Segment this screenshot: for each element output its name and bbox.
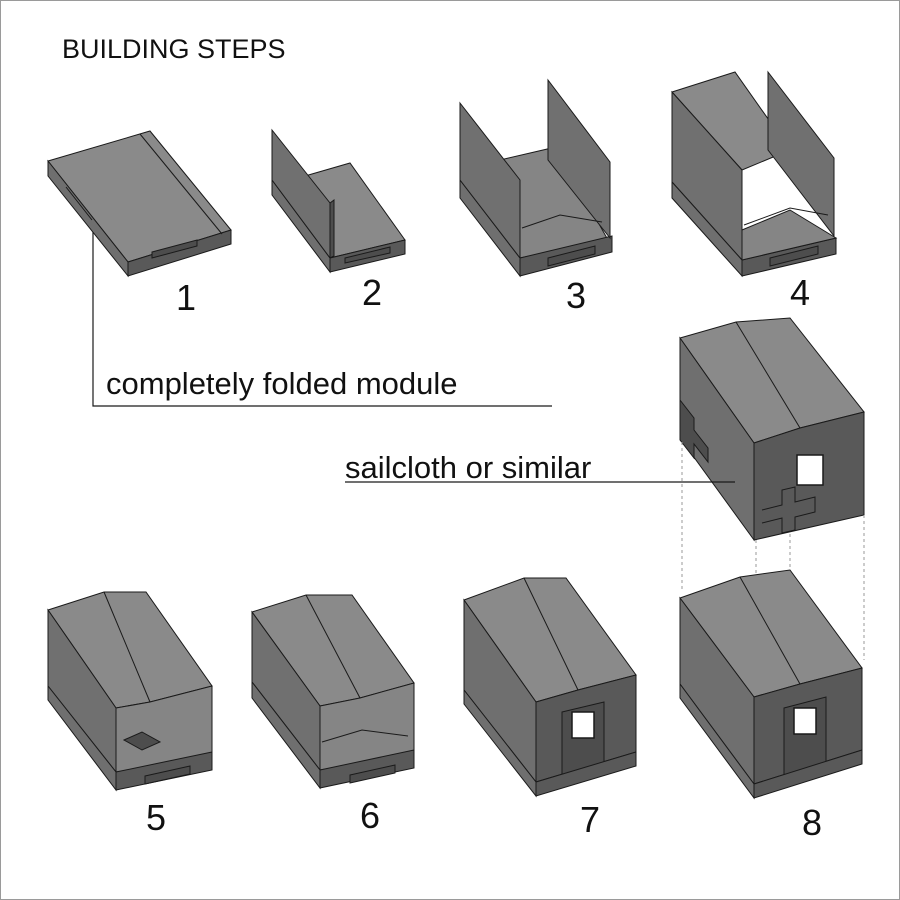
step-4-number: 4 (790, 272, 810, 313)
step-8-module (679, 569, 863, 800)
step-3-module (459, 78, 613, 278)
step-1-number: 1 (176, 277, 196, 318)
step-6-number: 6 (360, 795, 380, 836)
step-5-number: 5 (146, 797, 166, 838)
step-2-number: 2 (362, 272, 382, 313)
page-title: BUILDING STEPS (62, 34, 286, 64)
step-5-module (47, 591, 213, 792)
folded-leader-line (92, 232, 552, 407)
sailcloth-label: sailcloth or similar (345, 450, 591, 485)
step-6-module (251, 594, 415, 790)
folded-module-label: completely folded module (106, 366, 458, 401)
step-1-module (47, 130, 232, 278)
sailcloth-cover (679, 317, 865, 542)
step-2-module (271, 128, 406, 274)
step-7-module (463, 577, 637, 798)
step-3-number: 3 (566, 275, 586, 316)
step-8-number: 8 (802, 802, 822, 843)
step-4-module (671, 70, 838, 278)
step-7-number: 7 (580, 799, 600, 840)
